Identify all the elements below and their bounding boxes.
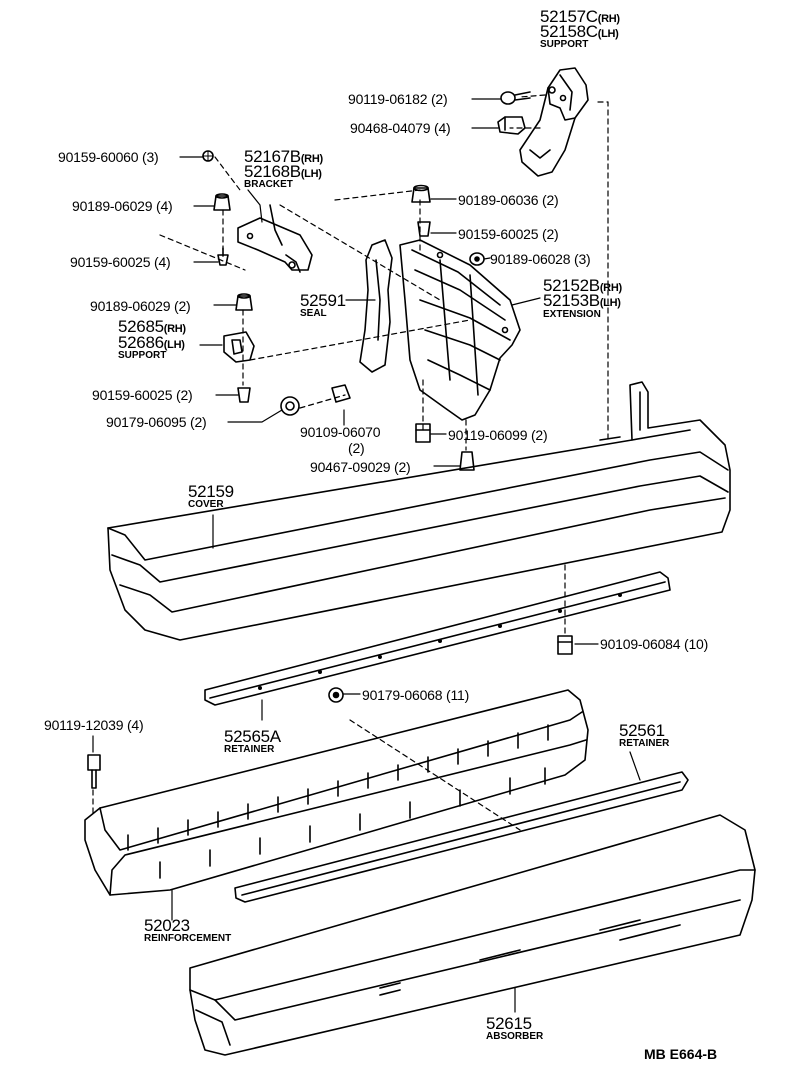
nut-06036-label: 90189-06036 (2) — [458, 192, 559, 208]
bracket-52167b-name: BRACKET — [244, 179, 293, 190]
extension-52152b-drawing — [399, 239, 521, 421]
nut-06070-qty: (2) — [348, 440, 365, 456]
nut-06028-drawing — [469, 252, 485, 266]
nut-06029-2-label: 90189-06029 (2) — [90, 298, 191, 314]
nut-06068-drawing — [328, 687, 344, 703]
screw-60025-4-drawing — [217, 247, 229, 266]
retainer-52565a-number: 52565A — [224, 727, 281, 746]
reinforcement-slots — [127, 724, 549, 879]
support-52157c-name: SUPPORT — [540, 39, 589, 50]
cover-52159-number: 52159 — [188, 482, 234, 501]
nut-06095-label: 90179-06095 (2) — [106, 414, 207, 430]
retainer-52565a-drawing — [204, 571, 671, 706]
extension-52153b-side: (LH) — [599, 297, 621, 309]
nut-06029-4-label: 90189-06029 (4) — [72, 198, 173, 214]
absorber-52615-drawing — [189, 814, 756, 1056]
absorber-52615-number: 52615 — [486, 1014, 532, 1033]
cover-52159-name: COVER — [188, 499, 224, 510]
support-52158c-side: (LH) — [597, 28, 619, 40]
reinforcement-52023-drawing — [84, 689, 589, 896]
support-52686-number: 52686(LH) — [118, 333, 185, 352]
seal-52591-number: 52591 — [300, 291, 346, 310]
retainer-52565a-name: RETAINER — [224, 744, 275, 755]
extension-52152b-name: EXTENSION — [543, 309, 601, 320]
bolt-06182-label: 90119-06182 (2) — [348, 91, 448, 107]
support-52157c-side: (RH) — [597, 13, 620, 25]
support-52685-drawing — [223, 331, 255, 363]
retainer-52565a-holes — [258, 593, 622, 690]
nut-04079-drawing — [497, 116, 526, 135]
screw-60025-4-label: 90159-60025 (4) — [70, 254, 171, 270]
retainer-52561-drawing — [234, 771, 689, 903]
nut-06029-4-drawing — [213, 193, 231, 211]
support-52685-number: 52685(RH) — [118, 317, 186, 336]
clip-09029-label: 90467-09029 (2) — [310, 459, 411, 475]
extension-52152b-number: 52152B(RH) — [543, 276, 622, 295]
screw-60025-2a-drawing — [417, 221, 431, 237]
leader-lines — [92, 98, 641, 1013]
retainer-52561-name: RETAINER — [619, 738, 670, 749]
bracket-52167b-drawing — [237, 204, 313, 273]
nut-06036-drawing — [411, 184, 431, 203]
extension-52152b-side: (RH) — [599, 282, 622, 294]
support-52158c-number: 52158C(LH) — [540, 22, 619, 41]
bolt-06084-drawing — [557, 635, 573, 655]
screw-60060-label: 90159-60060 (3) — [58, 149, 159, 165]
seal-52591-drawing — [359, 239, 393, 373]
diagram-reference-code: MB E664-B — [644, 1046, 718, 1062]
nut-06028-label: 90189-06028 (3) — [490, 251, 591, 267]
screw-60060-drawing — [202, 150, 214, 162]
bracket-52168b-side: (LH) — [300, 168, 322, 180]
bolt-06182-drawing — [500, 91, 531, 105]
nut-04079-label: 90468-04079 (4) — [350, 120, 451, 136]
absorber-52615-name: ABSORBER — [486, 1031, 544, 1042]
support-52685-name: SUPPORT — [118, 350, 167, 361]
support-52685-side: (RH) — [163, 323, 186, 335]
support-52157c-drawing — [519, 67, 589, 177]
reinforcement-52023-number: 52023 — [144, 916, 190, 935]
nut-06068-label: 90179-06068 (11) — [362, 687, 470, 703]
retainer-52561-number: 52561 — [619, 721, 665, 740]
nut-06029-2-drawing — [235, 293, 253, 311]
bracket-52167b-number: 52167B(RH) — [244, 147, 323, 166]
seal-52591-name: SEAL — [300, 308, 327, 319]
support-52157c-number: 52157C(RH) — [540, 7, 620, 26]
bolt-12039-drawing — [87, 754, 101, 789]
bolt-06084-label: 90109-06084 (10) — [600, 636, 709, 652]
screw-60025-2a-label: 90159-60025 (2) — [458, 226, 559, 242]
clip-09029-drawing — [459, 451, 475, 471]
bolt-12039-label: 90119-12039 (4) — [44, 717, 144, 733]
screw-60025-2b-label: 90159-60025 (2) — [92, 387, 193, 403]
bolt-06099-drawing — [415, 423, 431, 443]
extension-52153b-number: 52153B(LH) — [543, 291, 621, 310]
bolt-06099-label: 90119-06099 (2) — [448, 427, 548, 443]
support-52686-side: (LH) — [163, 339, 185, 351]
bracket-52167b-side: (RH) — [300, 153, 323, 165]
nut-06095-drawing — [280, 396, 300, 416]
nut-06070-drawing — [331, 384, 351, 403]
reinforcement-52023-name: REINFORCEMENT — [144, 933, 232, 944]
bracket-52168b-number: 52168B(LH) — [244, 162, 322, 181]
nut-06070-label: 90109-06070 — [300, 424, 381, 440]
screw-60025-2b-drawing — [237, 387, 251, 403]
bumper-cover-52159-drawing — [107, 381, 731, 641]
